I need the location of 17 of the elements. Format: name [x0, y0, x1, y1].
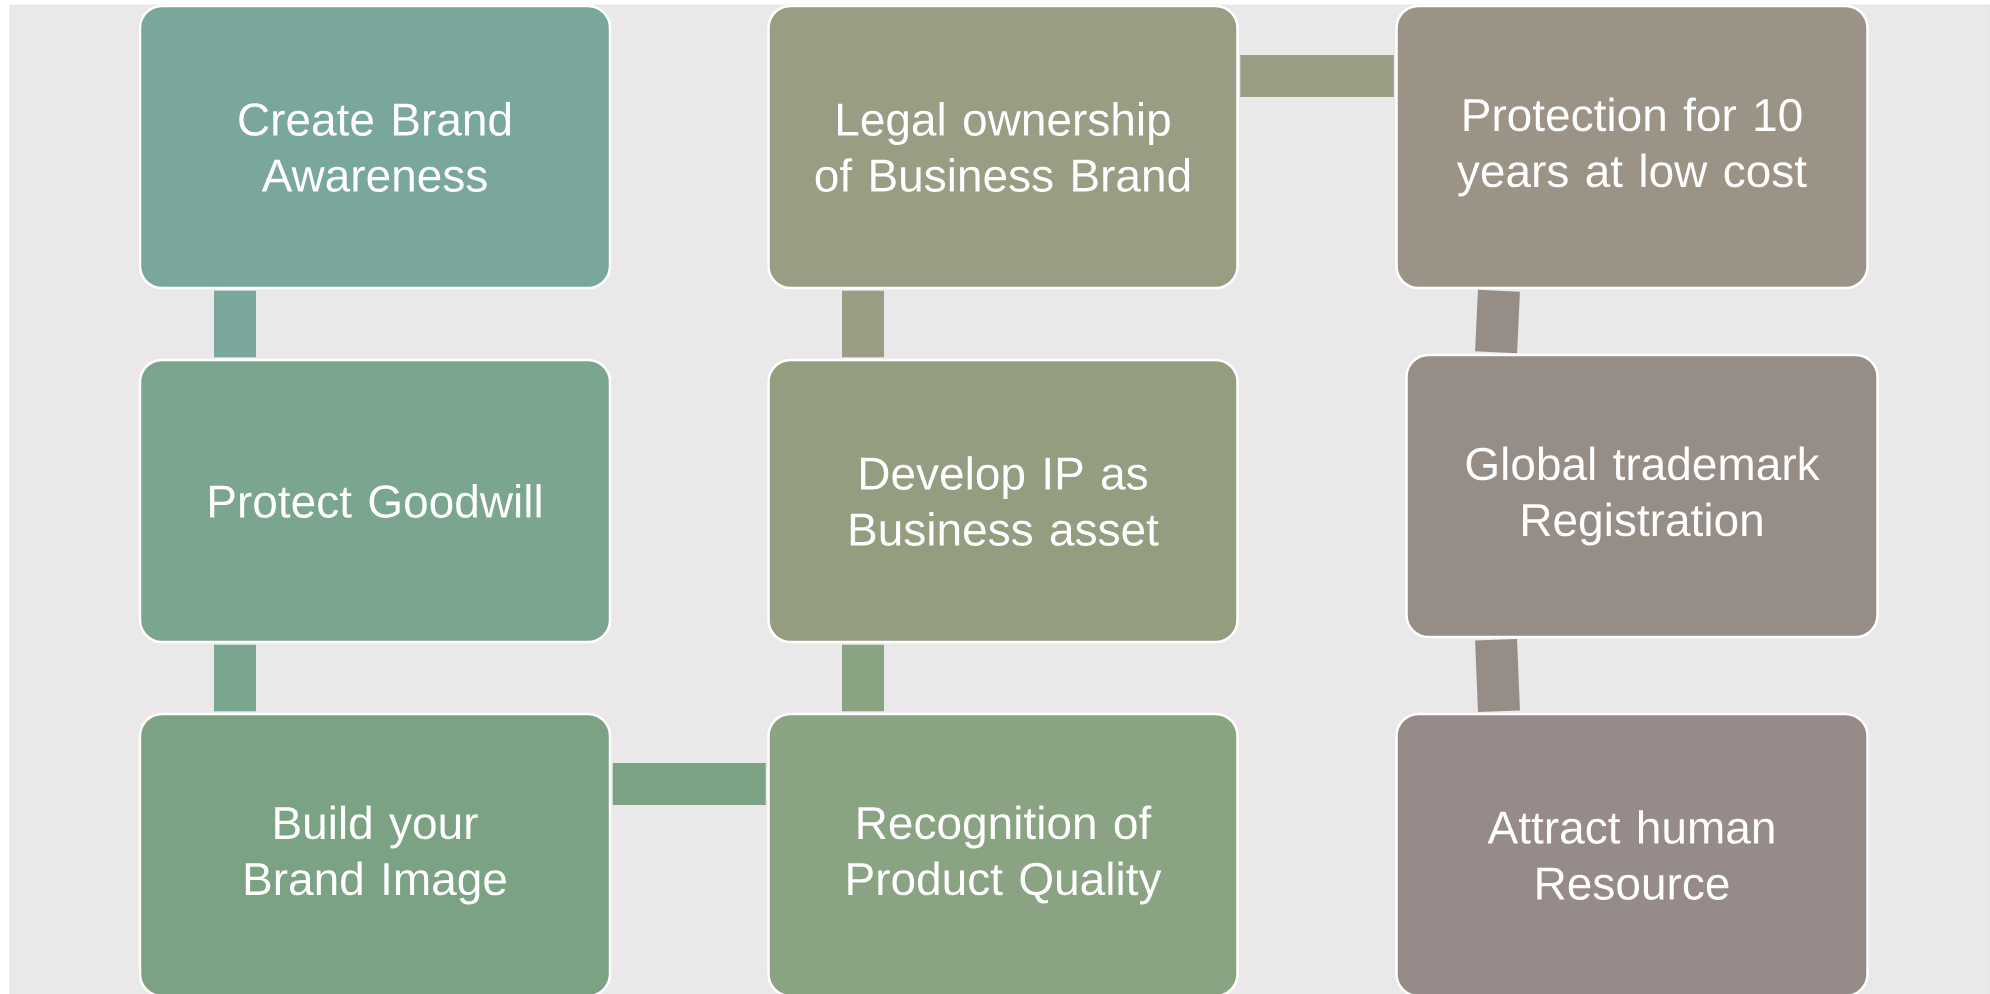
process-box: Build your Brand Image — [138, 712, 612, 994]
process-box: Global trademark Registration — [1405, 353, 1879, 639]
connector-bar — [214, 644, 256, 712]
process-box: Attract human Resource — [1395, 712, 1869, 994]
connector-bar — [612, 763, 766, 805]
process-box: Create Brand Awareness — [138, 4, 612, 290]
process-box: Develop IP as Business asset — [767, 358, 1239, 644]
connector-bar — [214, 290, 256, 358]
process-box: Protect Goodwill — [138, 358, 612, 644]
connector-bar — [1240, 55, 1394, 97]
connector-bar — [1475, 289, 1520, 354]
process-box: Recognition of Product Quality — [767, 712, 1239, 994]
connector-bar — [842, 290, 884, 358]
process-box: Legal ownership of Business Brand — [767, 4, 1239, 290]
connector-bar — [842, 644, 884, 712]
connector-bar — [1475, 638, 1520, 713]
process-box: Protection for 10 years at low cost — [1395, 4, 1869, 290]
